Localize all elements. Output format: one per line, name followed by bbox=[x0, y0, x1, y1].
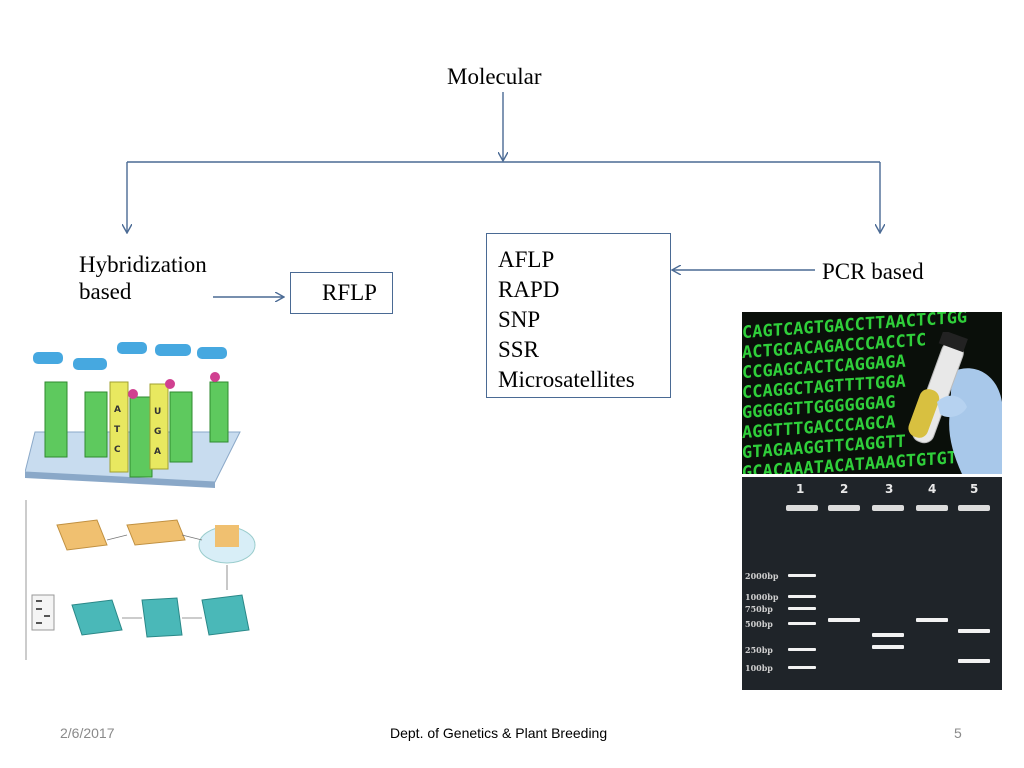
rflp-label: RFLP bbox=[322, 280, 377, 305]
footer-date: 2/6/2017 bbox=[60, 725, 115, 741]
root-node-molecular: Molecular bbox=[447, 64, 542, 89]
svg-text:C: C bbox=[114, 445, 121, 455]
pcr-markers-box: AFLP RAPD SNP SSR Microsatellites bbox=[486, 233, 671, 398]
svg-text:T: T bbox=[114, 425, 121, 435]
gel-lane-label: 2 bbox=[840, 482, 848, 496]
hyb-line2: based bbox=[79, 279, 132, 304]
svg-text:U: U bbox=[154, 407, 161, 417]
gel-lane-label: 3 bbox=[885, 482, 893, 496]
footer-page-number: 5 bbox=[954, 725, 962, 741]
ladder-label: 2000bp bbox=[745, 571, 779, 581]
marker-aflp: AFLP bbox=[498, 247, 555, 272]
ladder-label: 100bp bbox=[745, 663, 773, 673]
dna-sequence-photo: CAGTCAGTGACCTTAACTCTGG ACTGCACAGACCCACCT… bbox=[742, 312, 1002, 474]
gel-lane-label: 1 bbox=[796, 482, 804, 496]
ladder-label: 1000bp bbox=[745, 592, 779, 602]
gloved-hand-with-tube bbox=[908, 332, 1002, 474]
marker-microsatellites: Microsatellites bbox=[498, 367, 635, 392]
rflp-box: RFLP bbox=[290, 272, 393, 314]
marker-ssr: SSR bbox=[498, 337, 539, 362]
gel-lane-label: 4 bbox=[928, 482, 936, 496]
marker-snp: SNP bbox=[498, 307, 541, 332]
hyb-line1: Hybridization bbox=[79, 252, 207, 277]
footer-department: Dept. of Genetics & Plant Breeding bbox=[390, 725, 608, 741]
marker-rapd: RAPD bbox=[498, 277, 560, 302]
node-pcr-based: PCR based bbox=[822, 259, 924, 284]
southern-blot-schematic bbox=[25, 500, 259, 660]
ladder-label: 500bp bbox=[745, 619, 773, 629]
agarose-gel-photo: 1 2 3 4 5 2000bp 1000bp 750bp 500bp 250b… bbox=[742, 477, 1002, 690]
svg-text:A: A bbox=[154, 447, 161, 457]
svg-text:A: A bbox=[114, 405, 121, 415]
ladder-label: 750bp bbox=[745, 604, 773, 614]
svg-text:G: G bbox=[154, 427, 161, 437]
pcr-markers-list: AFLP RAPD SNP SSR Microsatellites bbox=[487, 234, 670, 395]
gel-lane-label: 5 bbox=[970, 482, 978, 496]
node-hybridization-based: Hybridization based bbox=[79, 251, 207, 305]
ladder-label: 250bp bbox=[745, 645, 773, 655]
